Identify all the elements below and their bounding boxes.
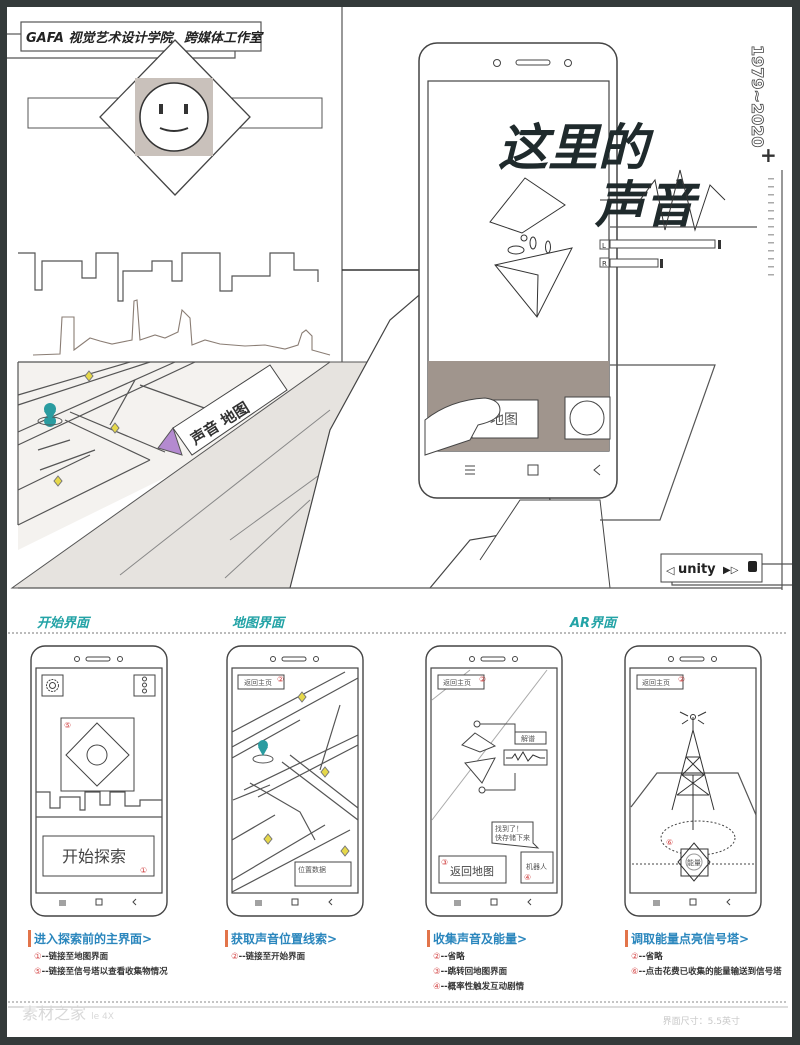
caption-map: 获取声音位置线索> ②--链接至开始界面 [225,930,337,962]
plus-icon: + [760,143,777,167]
left-channel-label: L [602,242,606,250]
caption-tower: 调取能量点亮信号塔> ②--省略 ⑥--点击花费已收集的能量输送到信号塔 [625,930,782,977]
more-menu-icon [133,674,156,697]
frame-left [0,0,7,1045]
unity-android-badge: ◁ unity ▶▷ [660,553,792,586]
caption-text: --概率性触发互动剧情 [440,982,525,992]
poster-title-line1: 这里的 [498,119,654,177]
caption-title: 进入探索前的主界面> [28,930,168,947]
badge-3: ③ [441,858,448,867]
badge-2: ② [678,675,685,684]
caption-title: 获取声音位置线索> [225,930,337,947]
caption-text: --链接至信号塔以查看收集物情况 [41,967,168,977]
caption-item: ②--省略 [631,950,782,962]
years-label: 1979~2020 [748,45,767,147]
caption-text: --点击花费已收集的能量输送到信号塔 [638,967,782,977]
frame-top [0,0,800,7]
main-phone: 地图 [418,42,618,499]
robot-button [520,851,554,884]
caption-number: ⑤ [34,967,42,977]
section-map-label: 地图界面 [232,615,287,631]
unity-label: unity [678,562,716,577]
badge-6: ⑥ [666,838,673,847]
caption-title: 收集声音及能量> [427,930,527,947]
caption-number: ④ [433,982,441,992]
badge-5: ⑤ [64,721,71,730]
caption-item: ④--概率性触发互动剧情 [433,980,527,992]
phone-tower-screen: 返回主页 ② ⑥ 能量 [624,645,762,917]
main-capture-button [564,396,611,440]
caption-text: --跳转回地图界面 [440,967,508,977]
location-data-label: 位置数据 [298,865,326,874]
caption-item: ⑥--点击花费已收集的能量输送到信号塔 [631,965,782,977]
caption-item: ⑤--链接至信号塔以查看收集物情况 [34,965,168,977]
frame-bottom [0,1037,800,1045]
caption-item: ①--链接至地图界面 [34,950,168,962]
ar-bubble-line2: 快存储下来 [495,833,530,842]
section-ar-label: AR界面 [569,616,619,631]
play-arrows-icon: ▶▷ [723,565,739,576]
map-back-home-label: 返回主页 [244,678,272,687]
caption-number: ② [433,952,441,962]
header-label: GAFA 视觉艺术设计学院 跨媒体工作室 [7,21,264,59]
badge-4: ④ [524,873,531,882]
scale-ticks [768,178,774,276]
badge-1: ① [140,866,147,875]
tower-back-home-label: 返回主页 [642,678,670,687]
skyline-landmarks [32,299,331,356]
screen-size-note: 界面尺寸：5.5英寸 [662,1017,740,1027]
caption-number: ② [631,952,639,962]
caption-number: ⑥ [631,967,639,977]
phone-ar-screen: 返回主页 ② 解谱 找到了！ 快存储下来 返回地图 ③ 机器人 ④ [425,645,563,917]
scale-text: le 4X [91,1012,114,1022]
skyline-outline [18,252,319,302]
ar-bubble-line1: 找到了！ [495,824,523,833]
phone-map-screen: 返回主页 ② 位置数据 [226,645,364,917]
return-map-button [438,855,507,884]
energy-label: 能量 [687,858,701,867]
robot-label: 机器人 [526,862,547,871]
caption-text: --省略 [440,952,465,962]
caption-ar: 收集声音及能量> ②--省略 ③--跳转回地图界面 ④--概率性触发互动剧情 [427,930,527,992]
poster-title-line2: 声音 [594,176,701,234]
caption-item: ②--链接至开始界面 [231,950,337,962]
caption-start: 进入探索前的主界面> ①--链接至地图界面 ⑤--链接至信号塔以查看收集物情况 [28,930,168,977]
smiley-emblem [27,39,323,196]
frame-right [792,0,800,1045]
header-studio: 跨媒体工作室 [184,30,264,46]
watermark-text: 素材之家 [22,1004,87,1023]
header-org: GAFA 视觉艺术设计学院 [26,30,176,46]
ar-back-home-label: 返回主页 [443,678,471,687]
unity-logo-icon: ◁ [666,564,675,577]
caption-item: ②--省略 [433,950,527,962]
caption-title: 调取能量点亮信号塔> [625,930,782,947]
right-channel-label: R [602,260,607,268]
caption-number: ③ [433,967,441,977]
smiley-face-icon [139,82,209,152]
return-map-label: 返回地图 [450,865,494,878]
signal-tower-icon [671,711,715,830]
caption-item: ③--跳转回地图界面 [433,965,527,977]
section-start-label: 开始界面 [37,615,92,631]
badge-2: ② [479,675,486,684]
settings-gear-icon [41,674,64,697]
caption-number: ② [231,952,239,962]
start-explore-label: 开始探索 [62,847,126,866]
android-icon [748,561,757,572]
watermark: 素材之家 le 4X [22,1000,114,1024]
ar-tag-label: 解谱 [521,734,535,743]
start-explore-button [42,835,155,877]
phone-start-screen: ⑤ 开始探索 ① [30,645,168,917]
badge-2: ② [277,675,284,684]
caption-text: --省略 [638,952,663,962]
caption-text: --链接至地图界面 [41,952,109,962]
caption-text: --链接至开始界面 [238,952,306,962]
caption-number: ① [34,952,42,962]
